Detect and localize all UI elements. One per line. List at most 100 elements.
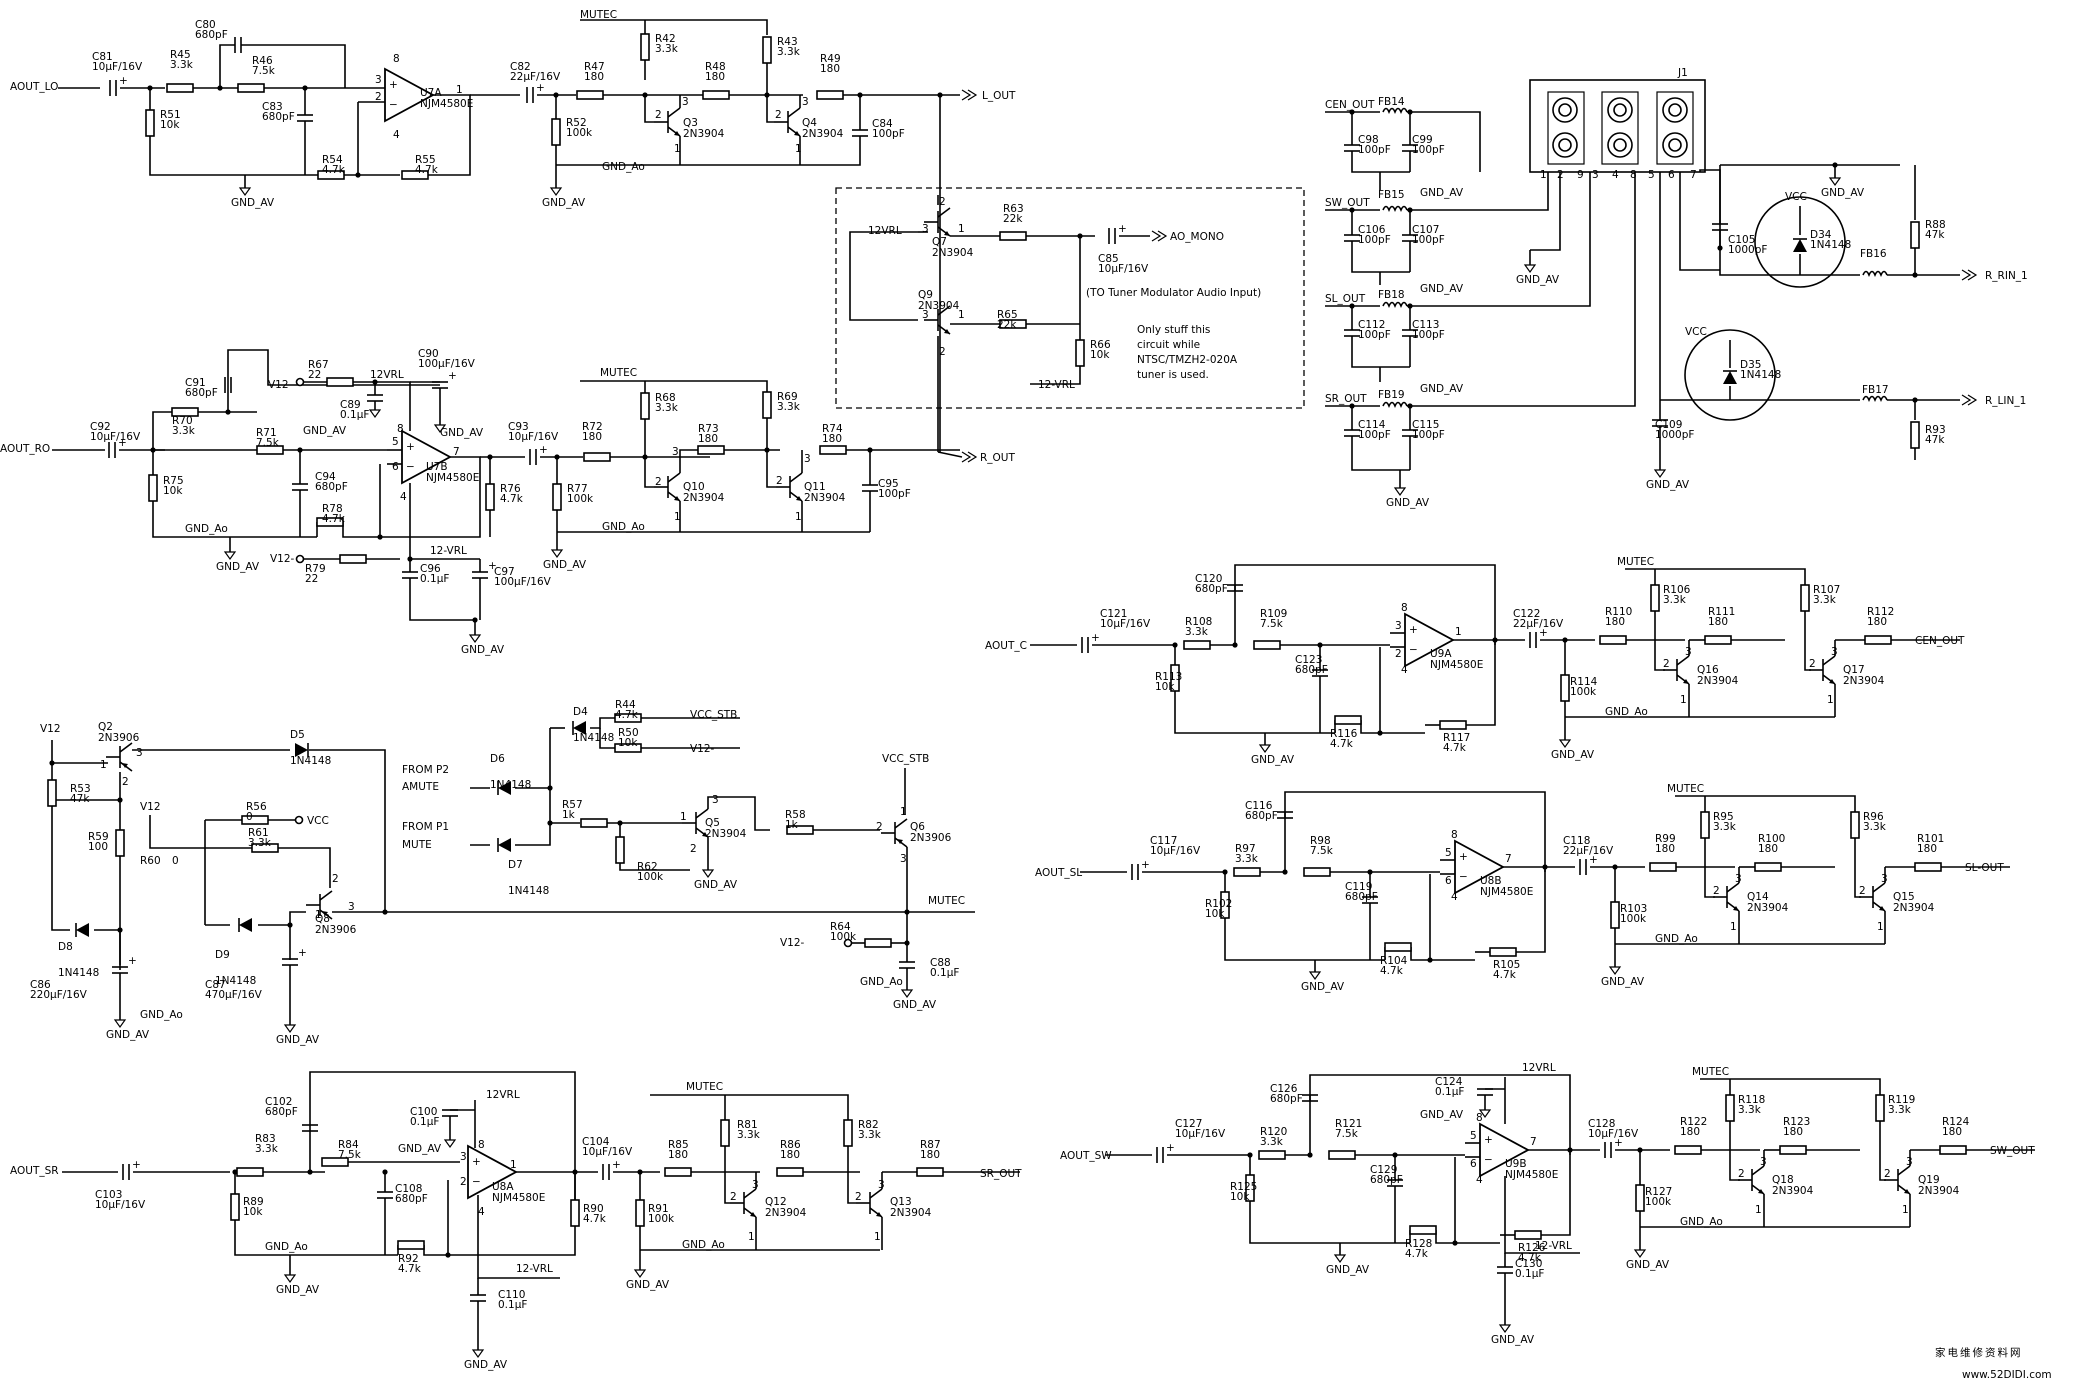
resistor-value: 3.3k xyxy=(172,425,196,437)
ferrite-ref: FB14 xyxy=(1378,96,1405,108)
diode-ref: D8 xyxy=(58,941,73,953)
transistor-part: 2N3906 xyxy=(910,832,952,844)
capacitor-ref: C115 xyxy=(1412,419,1439,431)
resistor-R96 xyxy=(1850,811,1860,839)
resistor-R63 xyxy=(999,231,1027,241)
pin-number: 3 xyxy=(1881,873,1888,885)
resistor-R70 xyxy=(171,407,199,417)
input-cen-out: CEN_OUT xyxy=(1325,99,1375,111)
input-aout-c: AOUT_C xyxy=(985,640,1027,652)
ground-label: GND_Ao xyxy=(140,1009,183,1021)
resistor-R102 xyxy=(1220,891,1230,919)
opamp-minus: − xyxy=(472,1176,481,1188)
resistor-value: 10k xyxy=(243,1206,263,1218)
resistor-value: 180 xyxy=(1758,843,1778,855)
mutec-label: MUTEC xyxy=(580,9,617,21)
resistor-ref: R65 xyxy=(997,309,1018,321)
net-label: VCC_STB xyxy=(690,709,737,721)
diode-ref: D6 xyxy=(490,753,505,765)
wire xyxy=(1530,172,1561,251)
opamp-U9A xyxy=(1404,612,1455,668)
capacitor-value: 22μF/16V xyxy=(510,71,561,83)
connector-pin-number: 1 xyxy=(1540,169,1547,181)
resistor-R86 xyxy=(776,1167,804,1177)
wire xyxy=(847,1185,856,1204)
resistor-ref: R82 xyxy=(858,1119,879,1131)
opamp-ref: U7A xyxy=(420,87,442,99)
junction-dot xyxy=(1567,1147,1573,1153)
pin-number: 2 xyxy=(776,475,783,487)
resistor-value: 100k xyxy=(567,493,594,505)
transistor-collector xyxy=(1897,1165,1911,1176)
opamp-U9B xyxy=(1479,1122,1530,1178)
jack-inner-ring xyxy=(1668,138,1682,152)
resistor-R76 xyxy=(485,483,495,511)
resistor-ref: R127 xyxy=(1645,1186,1672,1198)
resistor-R66 xyxy=(1075,339,1085,367)
output-arrow xyxy=(961,89,972,101)
resistor-value: 4.7k xyxy=(1330,738,1354,750)
resistor-value: 4.7k xyxy=(1493,969,1517,981)
note-line-1: Only stuff this xyxy=(1137,324,1210,336)
emitter-arrow xyxy=(1904,1189,1910,1194)
wire xyxy=(219,44,235,88)
resistor-ref: R120 xyxy=(1260,1126,1287,1138)
watermark-text: 家电维修资料网 xyxy=(1935,1346,2023,1359)
capacitor-ref: C117 xyxy=(1150,835,1177,847)
wire xyxy=(227,349,440,412)
pin-number: 3 xyxy=(682,96,689,108)
capacitor-value: 680pF xyxy=(1370,1174,1403,1186)
net-label: MUTE xyxy=(402,839,432,851)
resistor-R118 xyxy=(1725,1094,1735,1122)
net-label: 12-VRL xyxy=(1535,1240,1572,1252)
resistor-ref: R56 xyxy=(246,801,267,813)
resistor-R106 xyxy=(1650,584,1660,612)
wire xyxy=(599,728,615,749)
wire xyxy=(1453,639,1496,726)
opamp-ref: U8B xyxy=(1480,875,1502,887)
ferrite-ref: FB19 xyxy=(1378,389,1405,401)
ground-label: GND_AV xyxy=(216,561,260,573)
ground-symbol xyxy=(238,187,252,197)
pin-number: 5 xyxy=(1445,847,1452,859)
input-aout-lo: AOUT_LO xyxy=(10,81,58,93)
resistor-R90 xyxy=(570,1199,580,1227)
junction-dot xyxy=(382,909,388,915)
resistor-R101 xyxy=(1914,862,1942,872)
resistor-R88 xyxy=(1910,221,1920,249)
ground-label: GND_Ao xyxy=(1680,1216,1723,1228)
resistor-R49 xyxy=(816,90,844,100)
wire xyxy=(1351,336,1410,368)
output-arrow xyxy=(967,89,978,101)
pin-number: 4 xyxy=(393,129,400,141)
pin-number: 1 xyxy=(795,143,802,155)
ferrite-FB15 xyxy=(1382,205,1408,213)
capacitor-ref: C123 xyxy=(1295,654,1322,666)
capacitor-value: 100μF/16V xyxy=(418,358,476,370)
resistor-R44 xyxy=(614,713,642,723)
resistor-ref: R105 xyxy=(1493,959,1520,971)
capacitor-value: 100pF xyxy=(1358,234,1391,246)
resistor-value: 4.7k xyxy=(615,709,639,721)
opamp-ref: U7B xyxy=(426,461,448,473)
net-label: VCC xyxy=(1685,326,1707,338)
jack-pair-frame xyxy=(1601,91,1639,165)
ground-symbol xyxy=(113,1019,127,1029)
wire xyxy=(707,796,770,831)
net-label: V12- xyxy=(780,937,805,949)
capacitor-value: 100pF xyxy=(878,488,911,500)
ground-symbol xyxy=(633,1269,647,1279)
resistor-value: 180 xyxy=(584,71,604,83)
polarity-mark: + xyxy=(118,437,127,449)
wire xyxy=(590,717,615,729)
diode-part: 1N4148 xyxy=(490,779,531,791)
opamp-part: NJM4580E xyxy=(426,472,479,484)
pin-number: 3 xyxy=(802,96,809,108)
diode-ref: D9 xyxy=(215,949,230,961)
pin-number: 2 xyxy=(1395,648,1402,660)
resistor-ref: R118 xyxy=(1738,1094,1765,1106)
resistor-ref: R60 xyxy=(140,855,161,867)
polarity-mark: + xyxy=(1539,627,1548,639)
capacitor-ref: C83 xyxy=(262,101,283,113)
ground-label: GND_AV xyxy=(440,427,484,439)
